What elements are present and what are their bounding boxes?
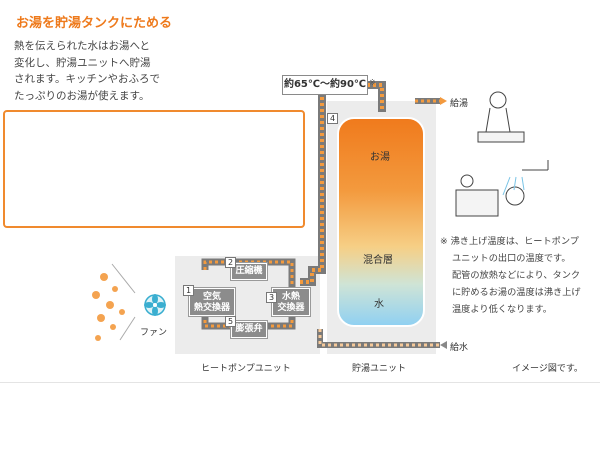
hot-outlet-arrow <box>440 97 447 105</box>
callout-line: たっぷりのお湯が使えます。 <box>14 89 150 102</box>
component-number: 1 <box>183 285 194 296</box>
footnote-line: ユニットの出口の温度です。 <box>452 253 571 264</box>
footnote-line: ※ 沸き上げ温度は、ヒートポンプ <box>440 236 579 247</box>
callout-body: 熱を伝えられた水はお湯へと 変化し、貯湯ユニットへ貯湯 されます。キッチンやおふ… <box>14 38 189 104</box>
water-supply-label: 給水 <box>450 343 469 353</box>
hot-water-outlet-label: 給湯 <box>450 99 469 109</box>
compressor: 圧縮機 <box>231 263 267 280</box>
air-heat-dots <box>92 273 125 341</box>
footnote: ※ 沸き上げ温度は、ヒートポンプ ユニットの出口の温度です。 配管の放熱などによ… <box>440 233 590 318</box>
component-name: 交換器 <box>277 303 305 313</box>
bottom-divider <box>0 382 600 383</box>
expansion-valve: 膨張弁 <box>231 321 267 338</box>
heat-pump-unit-label: ヒートポンプユニット <box>201 364 291 374</box>
hot-water-tank <box>337 117 425 327</box>
callout-line: 熱を伝えられた水はお湯へと <box>14 40 150 52</box>
component-name: 膨張弁 <box>235 324 263 334</box>
component-number: 5 <box>225 316 236 327</box>
temperature-label: 約65℃～約90℃ <box>282 75 368 95</box>
component-name: 空気 <box>202 292 221 302</box>
air-heat-exchanger: 空気 熱交換器 <box>189 288 235 316</box>
hot-water-callout <box>3 110 305 228</box>
tank-water-label: 水 <box>374 299 384 310</box>
footnote-line: 配管の放熱などにより、タンク <box>452 270 581 281</box>
cold-inlet-arrow <box>440 341 447 349</box>
pipe-number-4: 4 <box>327 113 338 124</box>
component-name: 水熱 <box>281 292 300 302</box>
component-name: 圧縮機 <box>235 266 263 276</box>
image-caption: イメージ図です。 <box>512 364 583 374</box>
shower-person-illustration <box>502 160 549 206</box>
tank-hot-label: お湯 <box>370 152 390 163</box>
callout-title: お湯を貯湯タンクにためる <box>16 16 173 31</box>
footnote-line: 温度より低くなります。 <box>452 304 552 315</box>
fan-label: ファン <box>140 328 168 338</box>
tank-mixed-label: 混合層 <box>363 255 393 266</box>
component-number: 2 <box>225 257 236 268</box>
bath-person-illustration <box>455 174 499 217</box>
fan-icon <box>144 294 166 316</box>
footnote-line: に貯めるお湯の温度は沸き上げ <box>452 287 581 298</box>
kitchen-person-illustration <box>477 91 525 143</box>
callout-line: 変化し、貯湯ユニットへ貯湯 <box>14 56 151 69</box>
storage-unit-label: 貯湯ユニット <box>352 364 407 374</box>
component-name: 熱交換器 <box>193 303 230 313</box>
callout-line: されます。キッチンやおふろで <box>14 73 160 85</box>
air-flow-line <box>111 263 136 341</box>
water-heat-exchanger: 水熱 交換器 <box>272 288 310 316</box>
temperature-note-mark: ※ <box>369 78 376 87</box>
component-number: 3 <box>266 292 277 303</box>
